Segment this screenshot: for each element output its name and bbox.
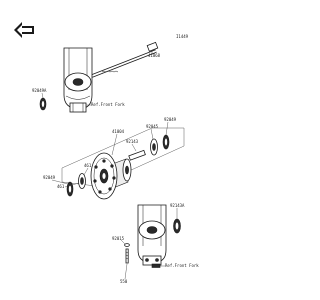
clamp-washer bbox=[124, 243, 130, 247]
label-axle: 41068 bbox=[148, 53, 161, 58]
hub-spacer bbox=[128, 149, 146, 161]
axle bbox=[91, 41, 159, 78]
diagram-code: I1449 bbox=[176, 34, 189, 39]
hub-right-seal bbox=[162, 134, 170, 150]
label-seal-bottom-right: 92143A bbox=[170, 203, 185, 208]
hub-left-seal bbox=[66, 181, 74, 197]
label-bearing-right: 92045 bbox=[146, 124, 159, 129]
upper-fork-leg bbox=[63, 47, 93, 113]
clamp-bolt bbox=[125, 248, 129, 264]
hub-right-bearing bbox=[150, 138, 158, 156]
label-ref-front-fork-top: Ref.Front Fork bbox=[91, 102, 125, 107]
direction-arrow-icon bbox=[14, 22, 34, 38]
label-bolt-b: 550 bbox=[120, 279, 128, 284]
front-hub bbox=[90, 152, 132, 200]
seal-top-left bbox=[39, 97, 47, 111]
label-hub-left-b: 92049 bbox=[43, 175, 56, 180]
label-ref-front-fork-bottom: Ref.Front Fork bbox=[165, 263, 199, 268]
label-seal-top-left: 92049A bbox=[32, 88, 47, 93]
label-seal-right: 92049 bbox=[164, 117, 177, 122]
label-hub-left-a: 461 bbox=[84, 163, 92, 168]
label-hub: 41004 bbox=[112, 129, 125, 134]
seal-bottom-right bbox=[173, 218, 181, 234]
hub-left-bearing bbox=[78, 173, 86, 189]
label-spacer: 92143 bbox=[126, 139, 139, 144]
label-bolt-a: 92015 bbox=[112, 236, 125, 241]
label-hub-left-c: 461 bbox=[57, 184, 65, 189]
front-hub-parts-diagram: I1449 41068 92049A Ref.Front Fork bbox=[14, 22, 199, 284]
lower-fork-leg bbox=[137, 204, 167, 268]
